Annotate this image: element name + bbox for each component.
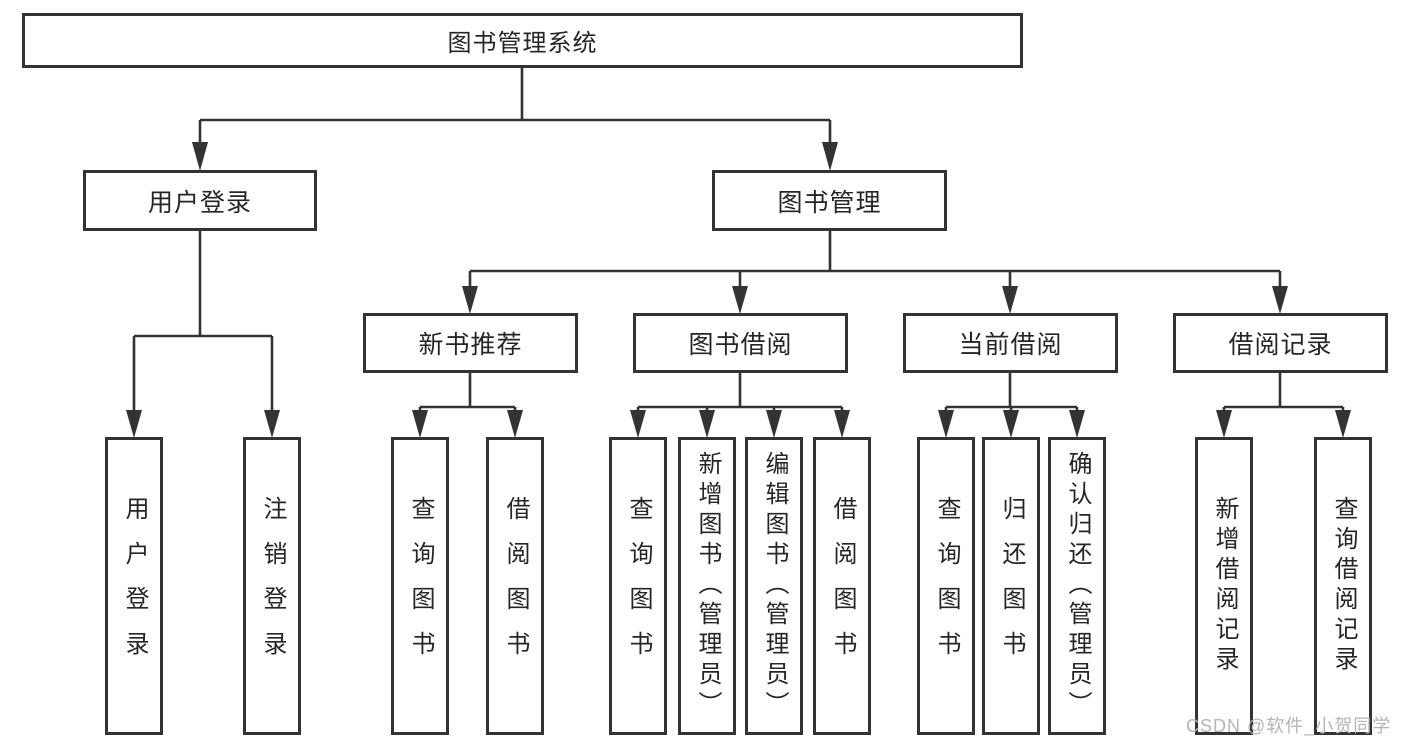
arrow-down-icon — [938, 410, 954, 438]
node-current-borrowing: 当前借阅 — [903, 313, 1118, 373]
arrow-down-icon — [766, 410, 782, 438]
node-leaf-borrow-books-label: 借阅图书 — [829, 496, 856, 676]
node-leaf-add-borrow-record-label: 新增借阅记录 — [1211, 496, 1238, 676]
connector-user-login-to-leaves — [126, 231, 280, 438]
arrow-down-icon — [126, 410, 142, 438]
arrow-down-icon — [1272, 286, 1288, 314]
arrow-down-icon — [1003, 410, 1019, 438]
node-leaf-query-books-current-label: 查询图书 — [933, 496, 960, 676]
node-book-management-label: 图书管理 — [777, 188, 882, 217]
node-leaf-borrow-books-recommend: 借阅图书 — [486, 437, 544, 735]
node-leaf-add-borrow-record: 新增借阅记录 — [1195, 437, 1253, 735]
arrow-down-icon — [1216, 410, 1232, 438]
node-borrowing-records: 借阅记录 — [1173, 313, 1388, 373]
arrow-down-icon — [1335, 410, 1351, 438]
node-new-book-recommendation: 新书推荐 — [363, 313, 578, 373]
arrow-down-icon — [834, 410, 850, 438]
node-leaf-borrow-books: 借阅图书 — [813, 437, 871, 735]
node-user-login-label: 用户登录 — [147, 188, 252, 217]
node-borrowing-records-label: 借阅记录 — [1228, 331, 1333, 359]
node-leaf-add-book-admin-label: 新增图书（管理员） — [694, 451, 721, 721]
connector-book-management-to-sections — [462, 231, 1288, 314]
arrow-down-icon — [412, 410, 428, 438]
node-book-management: 图书管理 — [712, 170, 947, 231]
arrow-down-icon — [264, 410, 280, 438]
node-leaf-query-books-borrowing-label: 查询图书 — [625, 496, 652, 676]
node-leaf-query-books-recommend: 查询图书 — [391, 437, 449, 735]
node-leaf-query-books-borrowing: 查询图书 — [609, 437, 667, 735]
node-root: 图书管理系统 — [22, 13, 1023, 68]
connector-root-to-level2 — [192, 68, 838, 171]
node-leaf-user-login: 用户登录 — [105, 437, 163, 735]
arrow-down-icon — [1069, 410, 1085, 438]
arrow-down-icon — [462, 286, 478, 314]
node-leaf-return-book: 归还图书 — [982, 437, 1040, 735]
node-new-book-recommendation-label: 新书推荐 — [418, 331, 523, 359]
node-leaf-borrow-books-recommend-label: 借阅图书 — [502, 496, 529, 676]
node-leaf-confirm-return-admin: 确认归还（管理员） — [1048, 437, 1106, 735]
node-user-login: 用户登录 — [83, 170, 317, 231]
node-book-borrowing-label: 图书借阅 — [688, 331, 793, 359]
node-leaf-edit-book-admin: 编辑图书（管理员） — [745, 437, 803, 735]
csdn-watermark: CSDN @软件_小贺同学 — [1186, 716, 1392, 736]
node-current-borrowing-label: 当前借阅 — [958, 331, 1063, 359]
node-leaf-query-books-current: 查询图书 — [917, 437, 975, 735]
node-leaf-user-login-label: 用户登录 — [121, 496, 148, 676]
arrow-down-icon — [192, 142, 208, 171]
connector-new-book-recommendation-to-leaves — [412, 373, 523, 438]
node-leaf-return-book-label: 归还图书 — [998, 496, 1025, 676]
arrow-down-icon — [699, 410, 715, 438]
node-leaf-logout-label: 注销登录 — [259, 496, 286, 676]
arrow-down-icon — [1002, 286, 1018, 314]
node-leaf-query-books-recommend-label: 查询图书 — [407, 496, 434, 676]
node-leaf-confirm-return-admin-label: 确认归还（管理员） — [1064, 451, 1091, 721]
node-leaf-logout: 注销登录 — [243, 437, 301, 735]
node-leaf-edit-book-admin-label: 编辑图书（管理员） — [761, 451, 788, 721]
arrow-down-icon — [732, 286, 748, 314]
node-leaf-add-book-admin: 新增图书（管理员） — [678, 437, 736, 735]
node-root-label: 图书管理系统 — [447, 30, 598, 57]
connector-current-borrowing-to-leaves — [938, 373, 1085, 438]
arrow-down-icon — [507, 410, 523, 438]
node-leaf-query-borrow-record-label: 查询借阅记录 — [1330, 496, 1357, 676]
node-leaf-query-borrow-record: 查询借阅记录 — [1314, 437, 1372, 735]
node-book-borrowing: 图书借阅 — [633, 313, 848, 373]
arrow-down-icon — [822, 142, 838, 171]
connector-book-borrowing-to-leaves — [630, 373, 850, 438]
arrow-down-icon — [630, 410, 646, 438]
connector-borrowing-records-to-leaves — [1216, 373, 1351, 438]
